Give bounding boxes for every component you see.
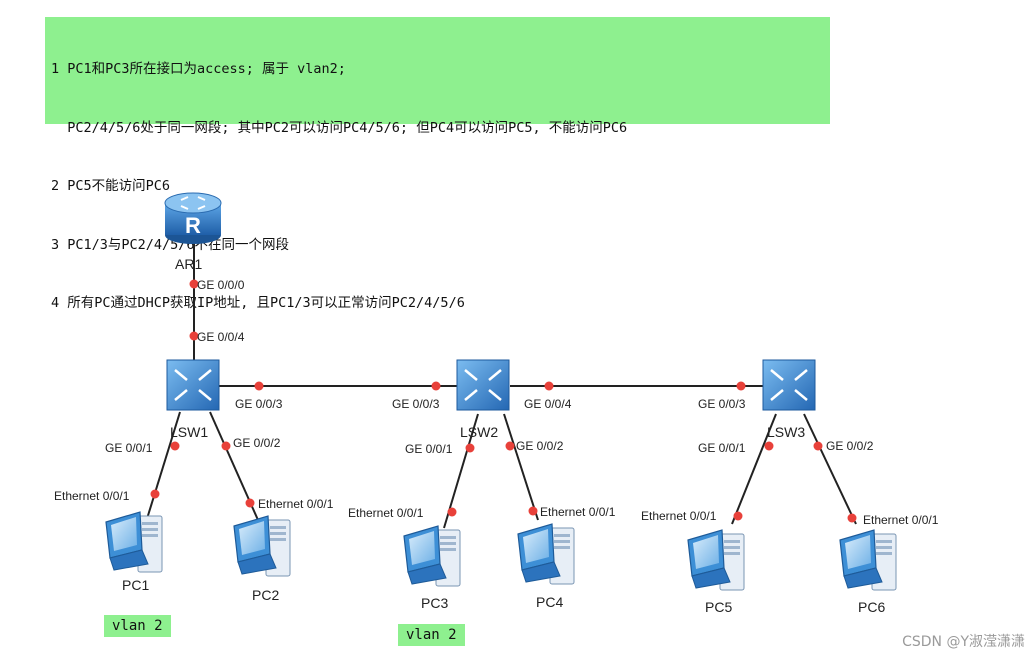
port-label-pc2-eth: Ethernet 0/0/1	[258, 497, 334, 511]
port-label-lsw2-ge003: GE 0/0/3	[392, 397, 440, 411]
link-lsw2-pc4	[503, 413, 539, 521]
pc1-icon	[105, 511, 163, 573]
router-ar1: R	[164, 192, 222, 244]
requirement-line-1b: PC2/4/5/6处于同一网段; 其中PC2可以访问PC4/5/6; 但PC4可…	[51, 119, 628, 136]
port-dots	[150, 279, 857, 523]
switch-lsw3	[762, 359, 816, 411]
pc6-icon	[839, 529, 897, 591]
pc-label-pc1: PC1	[122, 577, 149, 593]
port-label-pc1-eth: Ethernet 0/0/1	[54, 489, 130, 503]
pc3-icon	[403, 525, 461, 587]
requirement-line-1: 1 PC1和PC3所在接口为access; 属于 vlan2;	[51, 61, 346, 77]
pc4-icon	[517, 523, 575, 585]
port-label-lsw2-ge004: GE 0/0/4	[524, 397, 572, 411]
port-label-pc5-eth: Ethernet 0/0/1	[641, 509, 717, 523]
port-label-lsw2-ge002: GE 0/0/2	[516, 439, 564, 453]
pc-label-pc3: PC3	[421, 595, 448, 611]
port-label-lsw1-ge003: GE 0/0/3	[235, 397, 283, 411]
requirement-line-3: 3 PC1/3与PC2/4/5/6不在同一个网段	[51, 236, 290, 253]
watermark: CSDN @Y淑滢潇潇	[902, 634, 1025, 650]
vlan-tag-pc3: vlan 2	[398, 624, 465, 646]
switch-lsw1	[166, 359, 220, 411]
link-lsw3-pc5	[731, 413, 777, 525]
svg-text:R: R	[185, 213, 201, 238]
port-label-lsw2-ge001: GE 0/0/1	[405, 442, 453, 456]
port-label-lsw3-ge002: GE 0/0/2	[826, 439, 874, 453]
link-lsw1-pc1	[145, 411, 181, 523]
switch-label-lsw1: LSW1	[170, 424, 208, 440]
router-label: AR1	[175, 256, 202, 272]
port-label-lsw1-ge001: GE 0/0/1	[105, 441, 153, 455]
pc-label-pc6: PC6	[858, 599, 885, 615]
switch-lsw2	[456, 359, 510, 411]
pc-label-pc2: PC2	[252, 587, 279, 603]
port-label-pc3-eth: Ethernet 0/0/1	[348, 506, 424, 520]
pc2-icon	[233, 515, 291, 577]
port-label-lsw3-ge001: GE 0/0/1	[698, 441, 746, 455]
switch-label-lsw3: LSW3	[767, 424, 805, 440]
requirement-line-4: 4 所有PC通过DHCP获取IP地址, 且PC1/3可以正常访问PC2/4/5/…	[51, 295, 465, 311]
pc5-icon	[687, 529, 745, 591]
port-label-lsw1-ge002: GE 0/0/2	[233, 436, 281, 450]
requirements-note: 1 PC1和PC3所在接口为access; 属于 vlan2; PC2/4/5/…	[45, 17, 830, 311]
port-label-pc4-eth: Ethernet 0/0/1	[540, 505, 616, 519]
vlan-tag-pc1: vlan 2	[104, 615, 171, 637]
pc-label-pc5: PC5	[705, 599, 732, 615]
port-label-pc6-eth: Ethernet 0/0/1	[863, 513, 939, 527]
port-label-lsw1-ge004: GE 0/0/4	[197, 330, 245, 344]
link-lsw3-pc6	[803, 413, 857, 525]
pc-label-pc4: PC4	[536, 594, 563, 610]
port-label-lsw3-ge003: GE 0/0/3	[698, 397, 746, 411]
port-label-ar1-ge000: GE 0/0/0	[197, 278, 245, 292]
switch-label-lsw2: LSW2	[460, 424, 498, 440]
requirement-line-2: 2 PC5不能访问PC6	[51, 178, 171, 194]
